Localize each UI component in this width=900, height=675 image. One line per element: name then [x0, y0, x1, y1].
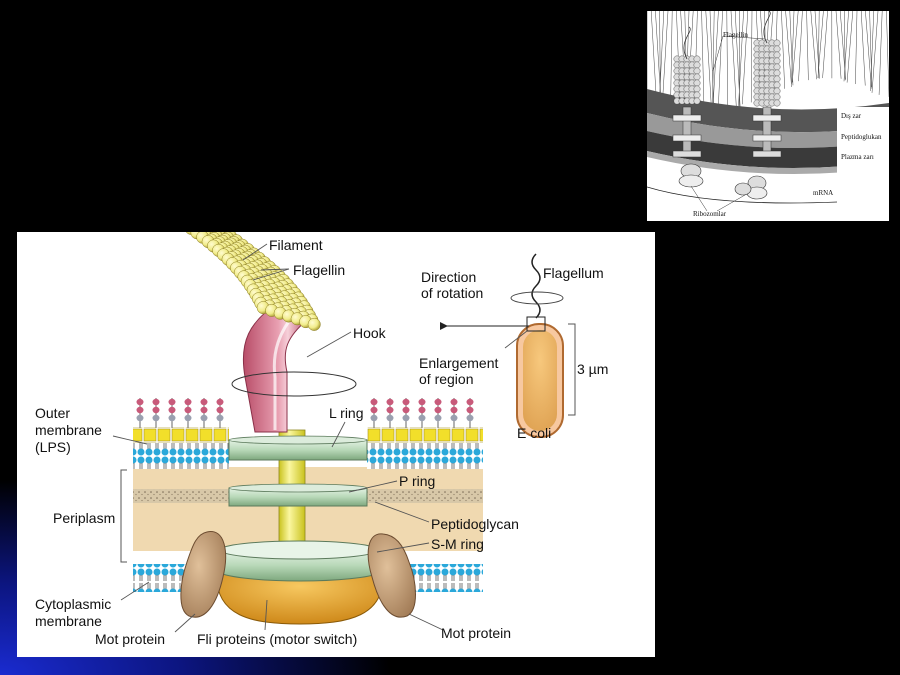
inset-label-flagellin: Flagellin: [723, 31, 748, 39]
label-outer-3: (LPS): [35, 439, 71, 455]
enlargement-box: [526, 316, 546, 332]
filament: [173, 213, 321, 331]
label-mot-protein-right: Mot protein: [441, 625, 511, 641]
outer-membrane: [133, 427, 483, 469]
flagellum-wave: [531, 253, 541, 319]
label-cytoplasmic-1: Cytoplasmic: [35, 596, 111, 612]
inset-diagram-svg: Flagellin Dış zar Peptidoglukan Plazma z…: [646, 10, 899, 218]
inset-label-ribozomlar: Ribozomlar: [693, 210, 727, 218]
leader-lines: [112, 243, 528, 633]
inset-label-panel: [837, 107, 889, 207]
l-ring: [228, 435, 368, 461]
label-outer-1: Outer: [35, 405, 70, 421]
inset-label-dis-zar: Dış zar: [841, 112, 862, 120]
periplasm-region: [133, 467, 483, 551]
label-size: 3 µm: [577, 361, 608, 377]
label-hook: Hook: [353, 325, 387, 341]
label-l-ring: L ring: [329, 405, 364, 421]
label-filament: Filament: [269, 237, 323, 253]
label-outer-2: membrane: [35, 422, 102, 438]
flagellum-structure-diagram: Filament Flagellin Hook L ring P ring Pe…: [17, 213, 655, 657]
lps-chains: [136, 398, 474, 428]
label-flagellum: Flagellum: [543, 265, 604, 281]
p-ring: [228, 483, 368, 507]
label-direction-2: of rotation: [421, 285, 483, 301]
label-enlargement-2: of region: [419, 371, 473, 387]
sm-ring: [216, 540, 384, 582]
label-fli-proteins: Fli proteins (motor switch): [197, 631, 357, 647]
inset-label-plazma-zari: Plazma zarı: [841, 153, 874, 161]
label-direction-1: Direction: [421, 269, 476, 285]
mot-protein-left: [180, 531, 227, 618]
rotation-arrow: [231, 371, 357, 397]
mot-protein-right: [367, 533, 416, 618]
ecoli-cell: [440, 253, 576, 438]
inset-flagella: [672, 10, 782, 158]
label-sm-ring: S-M ring: [431, 536, 484, 552]
label-ecoli: E coli: [517, 425, 551, 441]
label-mot-protein-left: Mot protein: [95, 631, 165, 647]
inset-ribosomes: [678, 163, 768, 200]
inset-label-peptidoglukan: Peptidoglukan: [841, 133, 882, 141]
label-enlargement-1: Enlargement: [419, 355, 498, 371]
main-diagram-svg: Filament Flagellin Hook L ring P ring Pe…: [35, 213, 608, 647]
cell-wall-inset-diagram: Flagellin Dış zar Peptidoglukan Plazma z…: [646, 10, 899, 221]
label-flagellin: Flagellin: [293, 262, 345, 278]
label-p-ring: P ring: [399, 473, 435, 489]
label-peptidoglycan: Peptidoglycan: [431, 516, 519, 532]
inset-label-mrna: mRNA: [813, 189, 833, 197]
periplasm-bracket: [120, 469, 127, 563]
label-cytoplasmic-2: membrane: [35, 613, 102, 629]
label-periplasm: Periplasm: [53, 510, 115, 526]
